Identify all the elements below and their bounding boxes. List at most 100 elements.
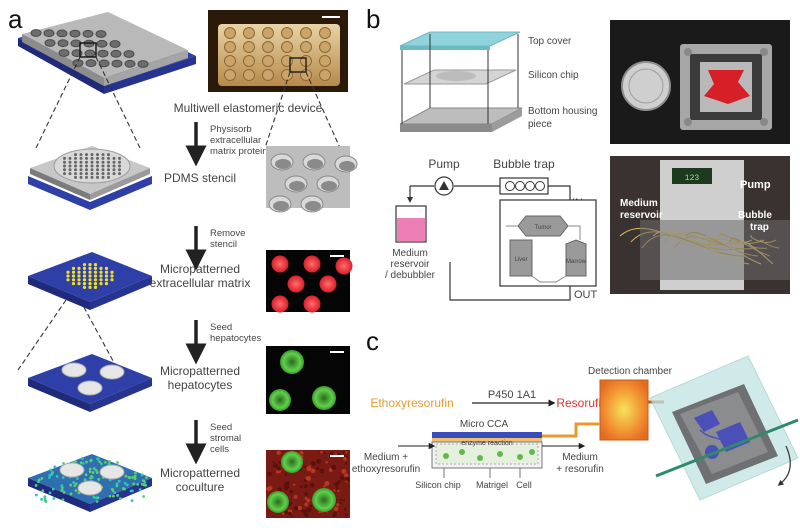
ecm-dot bbox=[104, 270, 109, 274]
stromal-cell bbox=[62, 490, 66, 494]
ecm-dot bbox=[93, 282, 98, 286]
noise-speck bbox=[304, 492, 308, 496]
ecm-dot bbox=[66, 278, 70, 282]
ecm-dot bbox=[82, 285, 87, 289]
stromal-cell bbox=[127, 475, 131, 479]
stromal-cell bbox=[140, 473, 144, 477]
ecm-dot bbox=[104, 282, 109, 286]
ecm-dot bbox=[93, 278, 98, 282]
cell-blob bbox=[443, 453, 449, 459]
stromal-cell bbox=[95, 500, 99, 503]
photo-well bbox=[319, 55, 331, 67]
ecm-dot bbox=[71, 282, 76, 286]
stencil-hole bbox=[96, 156, 99, 160]
bubble-trap-label: Bubble trap bbox=[493, 157, 555, 171]
stromal-cell bbox=[116, 494, 119, 497]
stencil-micrograph bbox=[266, 146, 358, 213]
stromal-cell bbox=[108, 494, 112, 498]
photo-well bbox=[224, 27, 236, 39]
ecm-dot bbox=[66, 274, 70, 278]
well bbox=[84, 49, 96, 58]
noise-speck bbox=[341, 469, 347, 474]
ecm-dot bbox=[93, 285, 98, 289]
stromal-cell bbox=[34, 484, 38, 487]
noise-speck bbox=[299, 485, 303, 489]
photo-well bbox=[224, 41, 236, 53]
well bbox=[109, 40, 121, 48]
stencil-hole bbox=[90, 168, 94, 172]
noise-speck bbox=[325, 461, 328, 464]
stencil-hole bbox=[79, 156, 83, 160]
ecm-dot bbox=[82, 282, 87, 286]
photo-well bbox=[262, 41, 274, 53]
stencil-hole bbox=[112, 164, 116, 168]
noise-speck bbox=[320, 450, 323, 454]
ecm-dot bbox=[82, 270, 87, 274]
noise-speck bbox=[316, 460, 319, 463]
stromal-cell bbox=[108, 459, 112, 463]
noise-speck bbox=[304, 496, 308, 500]
noise-speck bbox=[290, 514, 293, 517]
stencil-hole bbox=[85, 160, 88, 164]
ecm-dot bbox=[66, 270, 70, 274]
step-arrow-text: Seed bbox=[210, 422, 232, 433]
photo-well bbox=[300, 27, 312, 39]
stencil-hole bbox=[79, 168, 83, 172]
noise-speck bbox=[297, 505, 302, 511]
photo-zoom-box bbox=[289, 57, 307, 73]
stencil-hole bbox=[118, 172, 121, 176]
step-arrow-text: Remove bbox=[210, 228, 245, 239]
pump-label: Pump bbox=[428, 157, 460, 171]
stencil-hole bbox=[79, 160, 83, 164]
well bbox=[82, 29, 94, 38]
photo-well bbox=[281, 41, 293, 53]
noise-speck bbox=[276, 466, 282, 471]
stencil-hole bbox=[68, 168, 72, 172]
stencil-hole bbox=[74, 175, 77, 179]
stromal-cell bbox=[134, 471, 137, 475]
noise-speck bbox=[339, 475, 345, 481]
step-arrow-text: hepatocytes bbox=[210, 333, 261, 344]
noise-speck bbox=[266, 471, 272, 476]
noise-speck bbox=[335, 486, 339, 490]
well-grid bbox=[30, 29, 149, 68]
stencil-hole bbox=[79, 172, 83, 176]
ecm-dot bbox=[110, 274, 114, 278]
stromal-cell bbox=[41, 489, 45, 493]
ecm-spot bbox=[335, 257, 353, 275]
stencil-hole bbox=[112, 172, 116, 176]
stromal-cell bbox=[48, 491, 52, 495]
noise-speck bbox=[316, 466, 320, 471]
ecm-spot bbox=[319, 275, 337, 293]
noise-speck bbox=[288, 511, 292, 516]
stromal-cell bbox=[51, 471, 54, 474]
stencil-hole bbox=[90, 164, 94, 168]
stencil-hole bbox=[107, 172, 110, 176]
noise-speck bbox=[344, 507, 347, 511]
hepatocyte-pattern-illustration bbox=[28, 354, 152, 412]
well bbox=[30, 29, 42, 37]
ecm-dot bbox=[104, 266, 109, 270]
multiwell-photo bbox=[208, 10, 348, 92]
reservoir-label-3: / debubbler bbox=[385, 270, 436, 281]
ecm-dot bbox=[110, 278, 114, 282]
stencil-hole bbox=[79, 164, 83, 168]
ecm-dot bbox=[77, 282, 81, 286]
sem-hole-depth bbox=[321, 181, 337, 191]
stromal-cell bbox=[111, 494, 115, 498]
stencil-hole bbox=[101, 164, 105, 168]
noise-speck bbox=[329, 451, 334, 456]
stencil-hole bbox=[101, 153, 105, 157]
hepatocyte-micrograph bbox=[266, 346, 350, 414]
ecm-dot bbox=[88, 278, 92, 282]
noise-speck bbox=[344, 513, 348, 517]
noise-speck bbox=[284, 473, 288, 476]
noise-speck bbox=[309, 504, 313, 508]
stromal-cell bbox=[61, 498, 65, 502]
reaction-label: enzyme reaction bbox=[461, 440, 512, 447]
stencil-hole bbox=[85, 153, 88, 157]
stromal-cell bbox=[62, 461, 65, 465]
stromal-cell bbox=[91, 471, 95, 474]
stage-label: coculture bbox=[176, 480, 225, 494]
well bbox=[137, 60, 149, 68]
